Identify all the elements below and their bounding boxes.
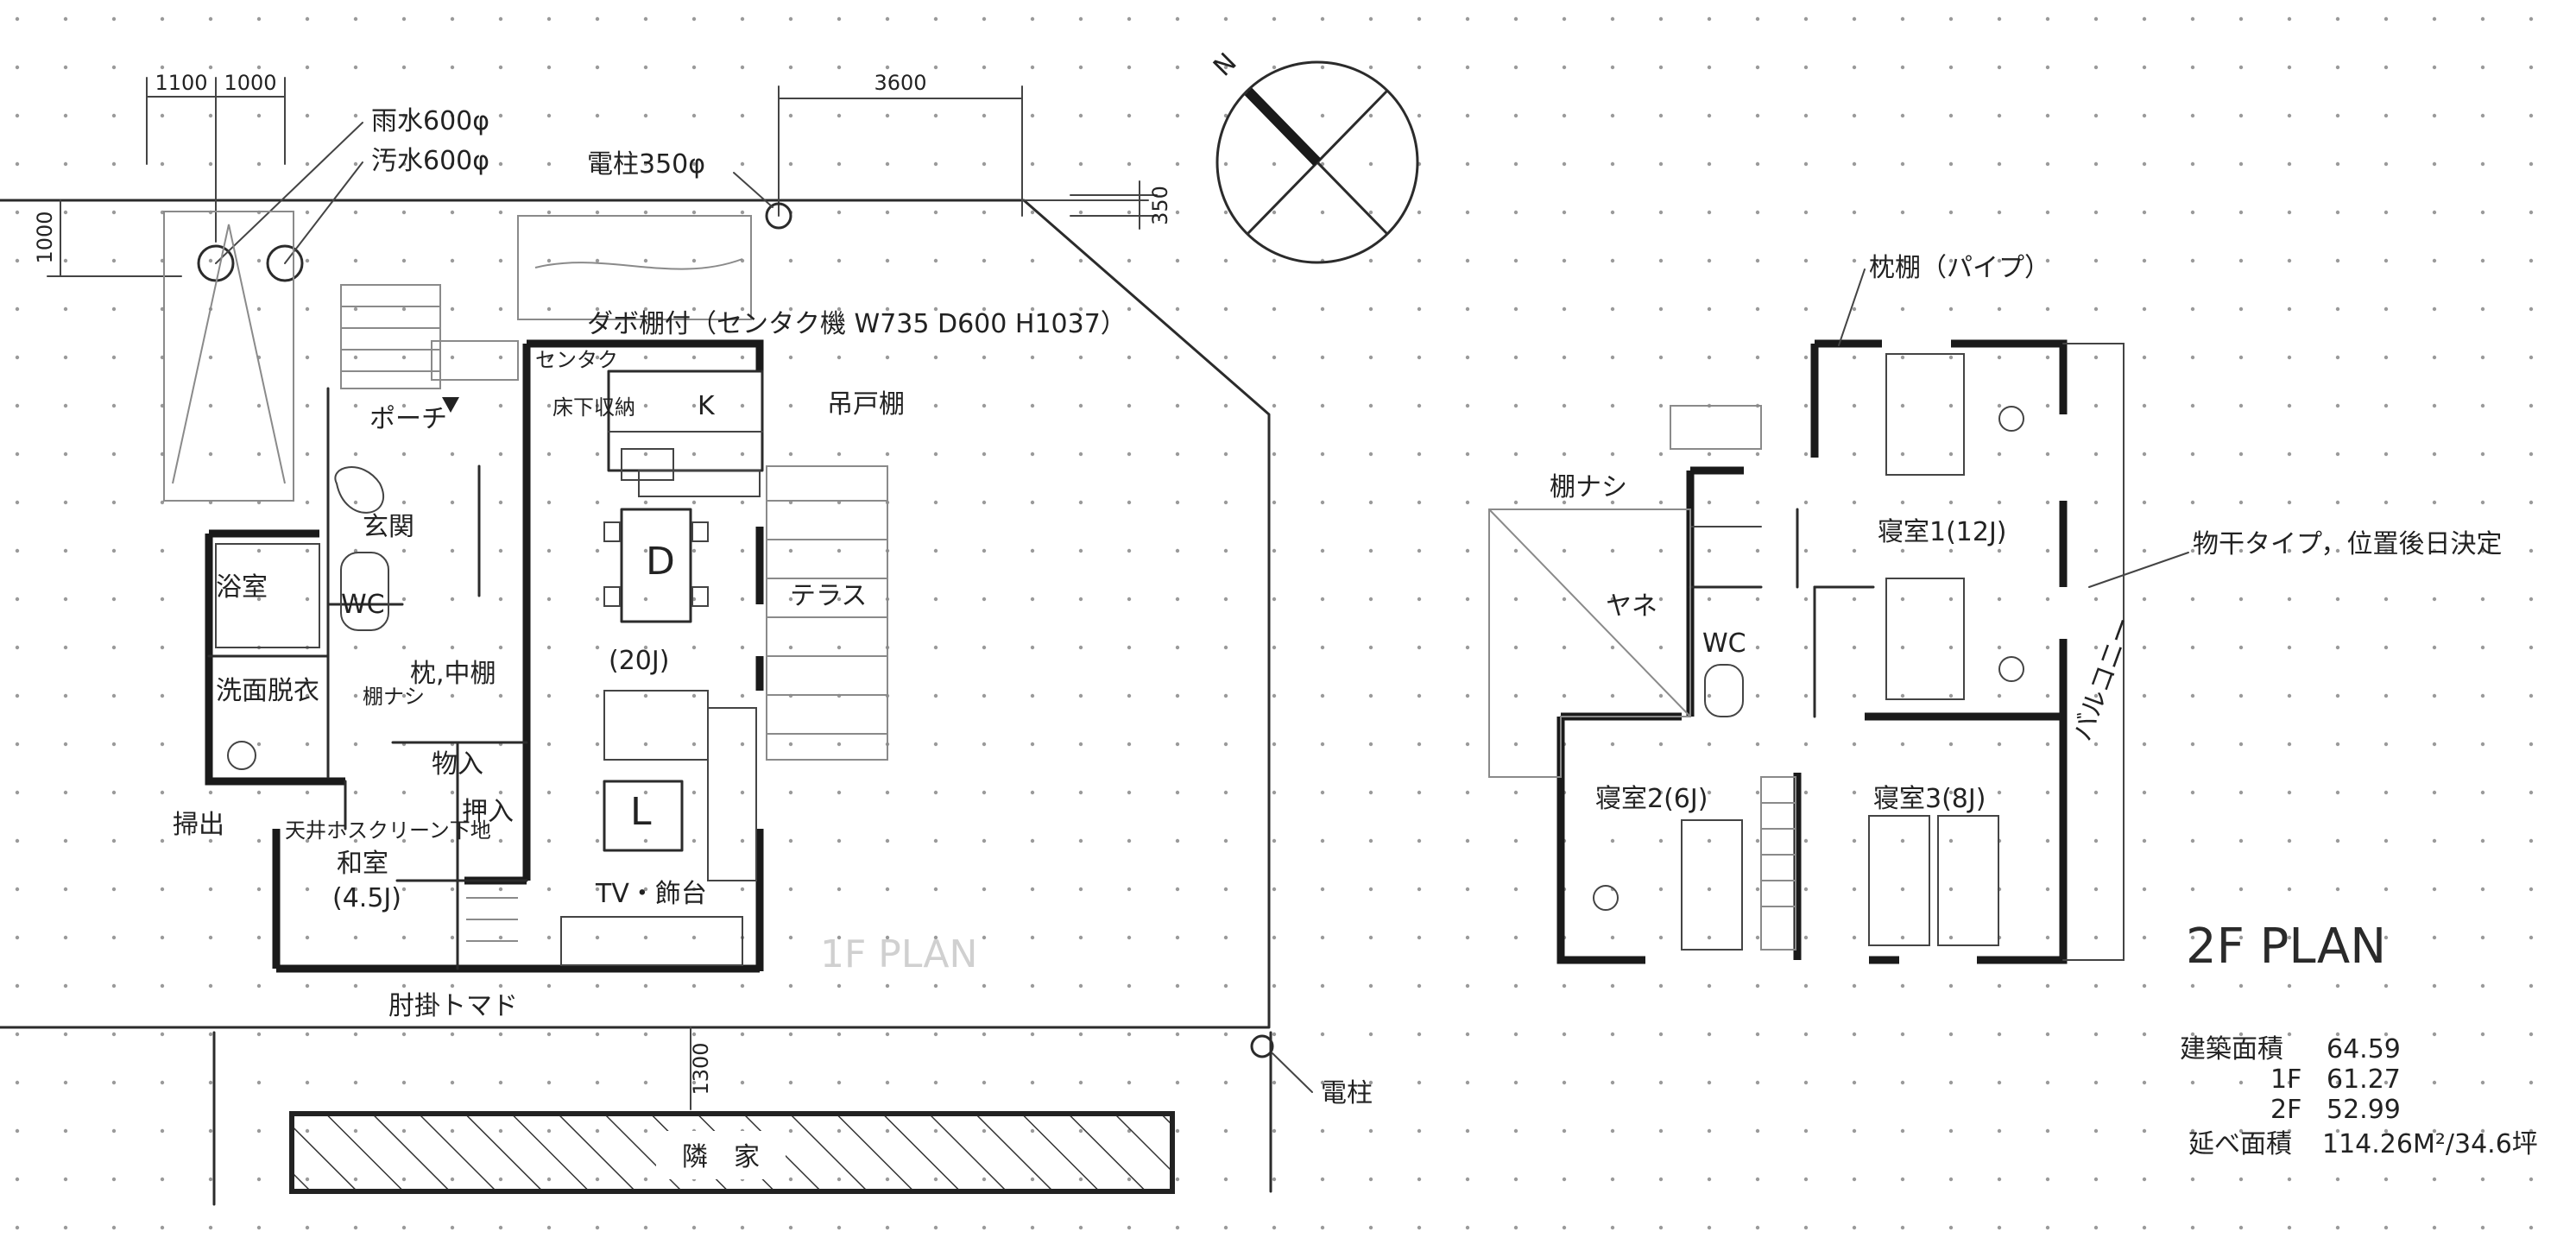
rainwater-label: 雨水600φ	[371, 106, 489, 136]
closet-label: 押入	[462, 797, 514, 827]
dim-1000-top: 1000	[224, 71, 276, 95]
drying-note: 物干タイプ，位置後日決定	[2193, 529, 2503, 559]
area-table: 建築面積 64.59 1F 61.27 2F 52.99 延べ面積 114.26…	[2180, 1034, 2538, 1159]
pole-bottom-label: 電柱	[1321, 1078, 1373, 1109]
pole-top-label: 電柱350φ	[587, 149, 705, 180]
hanging-shelf-label: 吊戸棚	[827, 389, 905, 420]
plan-1f: ポーチ 玄関 浴室 WC 洗面脱衣 枕,中棚 棚ナシ 物入 押入 天井ホスクリー…	[173, 284, 1127, 1021]
dim-3600: 3600	[874, 71, 926, 95]
parking	[163, 211, 752, 502]
bedroom1-label: 寝室1(12J)	[1878, 517, 2007, 547]
no-shelf-2f-label: 棚ナシ	[1550, 472, 1627, 502]
dim-350: 350	[1148, 186, 1172, 225]
dim-1000-side: 1000	[33, 211, 57, 263]
pillow-shelf-label: 枕,中棚	[410, 659, 496, 689]
elbow-window-label: 肘掛トマド	[388, 991, 518, 1021]
washitsu-label: 和室	[337, 849, 388, 879]
dining-label: D	[646, 540, 675, 584]
f1-area-label: 1F	[2270, 1064, 2301, 1095]
f2-area-value: 52.99	[2327, 1095, 2401, 1125]
underfloor-label: 床下収納	[552, 395, 635, 420]
dim-1100: 1100	[155, 71, 207, 95]
site-boundary	[0, 199, 1272, 1206]
terrace-label: テラス	[790, 581, 867, 611]
entry-label: 玄関	[363, 512, 414, 542]
kitchen-label: K	[698, 391, 716, 421]
building-area-value: 64.59	[2327, 1034, 2401, 1064]
pillow-pipe-label: 枕棚（パイプ）	[1869, 253, 2050, 283]
building-area-label: 建築面積	[2180, 1034, 2283, 1064]
bedroom3-label: 寝室3(8J)	[1873, 784, 1986, 814]
dim-1300: 1300	[689, 1042, 713, 1095]
wc2-label: WC	[1702, 628, 1746, 659]
porch-label: ポーチ	[369, 404, 447, 434]
utilities: 雨水600φ 汚水600φ 電柱350φ 電柱	[197, 106, 1373, 1109]
total-area-value: 114.26M²/34.6坪	[2322, 1129, 2538, 1159]
roof-label: ヤネ	[1606, 591, 1657, 622]
bath-label: 浴室	[216, 572, 268, 603]
f2-area-label: 2F	[2270, 1095, 2301, 1125]
sewage-label: 汚水600φ	[371, 146, 489, 176]
bedroom2-label: 寝室2(6J)	[1595, 784, 1708, 814]
laundry-label: センタク	[535, 348, 618, 372]
storage-label: 物入	[432, 749, 483, 780]
neighbor-house: 隣 家	[289, 1111, 1175, 1194]
tv-label: TV・飾台	[595, 879, 707, 909]
washitsu-size: (4.5J)	[332, 883, 401, 913]
waste-label: 掃出	[173, 810, 224, 840]
dimension-lines: 1100 1000 3600 1000 350 1300	[33, 71, 1172, 1110]
plan-2f: 枕棚（パイプ） 棚ナシ ヤネ WC 寝室1(12J) 寝室2(6J) 寝室3(8…	[1488, 253, 2503, 964]
no-shelf-label: 棚ナシ	[363, 685, 425, 709]
washroom-label: 洗面脱衣	[216, 676, 319, 706]
plan-title: 2F PLAN	[2186, 919, 2386, 975]
living-label: L	[630, 790, 652, 834]
dagobo-label: ダボ棚付（センタク機 W735 D600 H1037）	[587, 309, 1127, 339]
f1-area-value: 61.27	[2327, 1064, 2401, 1095]
ldk-size-label: (20J)	[609, 646, 669, 676]
total-area-label: 延べ面積	[2188, 1129, 2292, 1159]
wc1-label: WC	[341, 590, 385, 620]
faint-1f-label: 1F PLAN	[820, 932, 977, 976]
ceiling-screen-label: 天井ホスクリーン下地	[285, 818, 491, 843]
neighbor-label: 隣 家	[682, 1142, 760, 1172]
